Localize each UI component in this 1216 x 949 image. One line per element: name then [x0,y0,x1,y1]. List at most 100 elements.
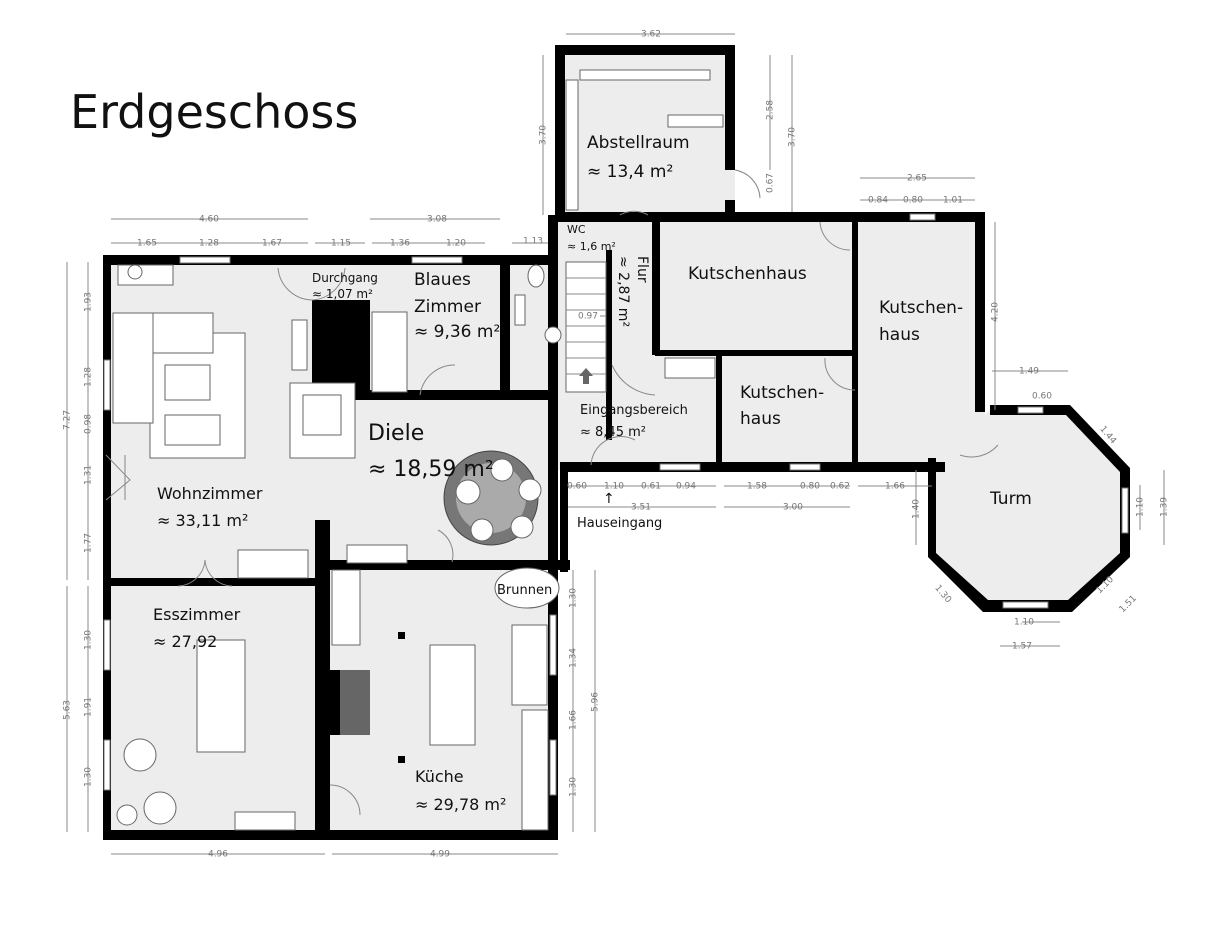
dimension-label: 1.31 [84,465,94,485]
dimension-lines [66,33,1165,855]
dimension-label: 1.13 [523,237,543,247]
dimension-label: 1.36 [390,239,410,249]
room-name: Wohnzimmer [157,484,263,503]
room-area: ≈ 2,87 m² [615,256,631,327]
sofa-side [112,312,154,424]
lounge-chair [164,414,221,446]
dimension-label: 0.60 [1032,392,1052,402]
hauseingang-label: Hauseingang [577,516,662,531]
room-name: Esszimmer [153,605,241,624]
dimension-label: 0.67 [766,173,776,193]
dimension-label: 0.80 [903,196,923,206]
dimension-label: 3.70 [788,127,798,147]
room-name: Kutschenhaus [688,264,807,284]
stove [117,264,174,286]
dimension-label: 1.51 [1118,594,1139,615]
dimension-label: 1.39 [1160,497,1170,517]
dimension-label: 1.10 [1136,497,1146,517]
dimension-label: 0.98 [84,414,94,434]
room-name: Flur [634,256,650,283]
dimension-label: 1.30 [932,583,953,605]
dimension-label: 1.28 [84,367,94,387]
room-area: ≈ 13,4 m² [587,162,673,182]
dimension-label: 7.27 [63,410,73,430]
dimension-label: 4.96 [208,850,228,860]
room-name: Abstellraum [587,133,690,153]
dimension-labels: 4.60 1.65 1.28 1.67 1.15 3.08 1.36 1.20 … [63,30,1170,860]
dimension-label: 2.65 [907,174,927,184]
entrance-arrow-icon: ↑ [603,491,615,507]
room-name: Diele [368,421,424,446]
kitchen-sink [511,624,548,706]
dimension-label: 1.01 [943,196,963,206]
dimension-label: 1.66 [569,710,579,730]
dimension-label: 3.51 [631,503,651,513]
dimension-label: 0.94 [676,482,696,492]
dimension-label: 1.30 [84,767,94,787]
dimension-label: 4.99 [430,850,450,860]
dimension-label: 3.00 [783,503,803,513]
dining-table [196,639,246,753]
room-area: ≈ 29,78 m² [415,795,506,814]
dimension-label: 1.15 [331,239,351,249]
room-name: Kutschen- [740,383,824,403]
dimension-label: 1.49 [1019,367,1039,377]
dimension-label: 1.28 [199,239,219,249]
room-name: Kutschen- [879,298,963,318]
room-name: Küche [415,767,464,786]
dimension-label: 5.96 [591,692,601,712]
dimension-label: 4.20 [991,302,1001,322]
dimension-label: 1.93 [84,292,94,312]
room-area: ≈ 1,6 m² [567,240,616,253]
room-area: ≈ 27,92 [153,632,217,651]
kitchen-table [429,644,476,746]
dimension-label: 5.63 [63,700,73,720]
dining-sideboard [234,811,296,831]
dimension-label: 1.30 [84,630,94,650]
stairs [565,261,607,393]
furniture [112,69,724,831]
dimension-label: 0.62 [830,482,850,492]
dimension-label: 0.84 [868,196,888,206]
dimension-label: 1.30 [569,777,579,797]
room-name: WC [567,223,586,236]
dimension-label: 1.66 [885,482,905,492]
room-area: ≈ 9,36 m² [414,322,500,342]
dimension-label: 1.77 [84,533,94,553]
dimension-label: 1.91 [84,697,94,717]
room-area: ≈ 18,59 m² [368,457,494,482]
coffee-table [164,364,211,401]
room-name: Zimmer [414,297,481,317]
room-name: Durchgang [312,271,378,285]
dimension-label: 1.40 [912,499,922,519]
dimension-label: 3.62 [641,30,661,40]
dimension-label: 0.60 [567,482,587,492]
dimension-label: 4.60 [199,215,219,225]
dimension-label: 2.58 [766,100,776,120]
dimension-label: 0.61 [641,482,661,492]
dimension-label: 1.20 [446,239,466,249]
dimension-label: 1.67 [262,239,282,249]
room-labels: Abstellraum ≈ 13,4 m² WC ≈ 1,6 m² Flur ≈… [153,133,1032,814]
room-name: haus [740,409,781,429]
dimension-label: 1.58 [747,482,767,492]
plan-title: Erdgeschoss [70,85,358,139]
dimension-label: 1.65 [137,239,157,249]
room-name: haus [879,325,920,345]
room-area: ≈ 1,07 m² [312,287,373,301]
dimension-label: 1.57 [1012,642,1032,652]
room-name: Eingangsbereich [580,403,688,418]
room-area: ≈ 33,11 m² [157,511,248,530]
brunnen-label: Brunnen [497,583,552,598]
doors [105,169,999,816]
dimension-label: 1.30 [569,588,579,608]
brunnen-well [494,567,560,609]
dimension-label: 3.08 [427,215,447,225]
dimension-label: 0.80 [800,482,820,492]
dimension-label: 0.97 [578,312,598,322]
dimension-label: 3.70 [539,125,549,145]
sideboard [237,549,309,579]
room-area: ≈ 8,45 m² [580,425,646,440]
